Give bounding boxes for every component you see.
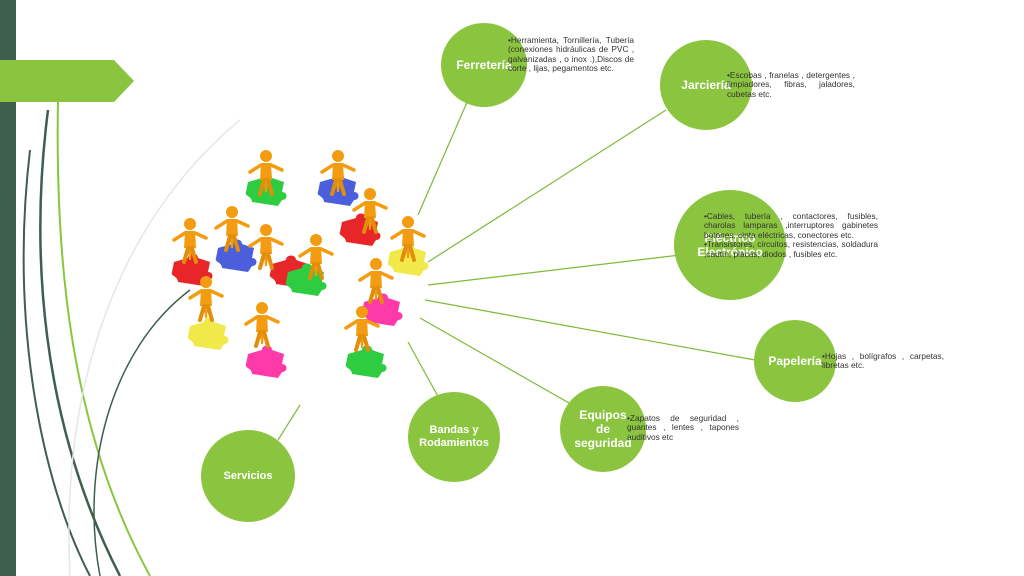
node-ferreteria-title: Ferretería: [456, 58, 512, 72]
node-bandas-title: Bandas y Rodamientos: [419, 424, 489, 450]
people-puzzle-hub-icon: [171, 148, 429, 378]
node-servicios-title: Servicios: [223, 469, 273, 482]
connector-equipos: [419, 317, 591, 416]
node-electrico-title-line2: Electrónico: [697, 245, 763, 259]
note-electrico-line1: •Cables, tubería , contactores, fusibles…: [704, 211, 878, 240]
note-papeleria-text: •Hojas , bolígrafos , carpetas, libretas…: [822, 351, 944, 371]
note-equipos-text: •Zapatos de seguridad , guantes , lentes…: [627, 413, 739, 442]
note-ferreteria: •Herramienta, Tornillería, Tubería (cone…: [508, 35, 634, 74]
node-equipos-title: Equipos de seguridad: [574, 408, 631, 450]
connector-electrico: [427, 254, 681, 286]
node-jarcieria: Jarciería: [660, 40, 752, 130]
node-ferreteria: Ferretería: [441, 23, 527, 107]
node-bandas-title-line2: Rodamientos: [419, 437, 489, 449]
arrow-tab-icon: [0, 60, 134, 102]
node-electrico-title: Eléctrico Electrónico: [697, 231, 762, 259]
note-jarcieria: •Escobas , franelas , detergentes , limp…: [727, 70, 855, 99]
note-equipos: •Zapatos de seguridad , guantes , lentes…: [627, 413, 739, 442]
node-servicios: Servicios: [201, 430, 295, 522]
node-bandas-title-line1: Bandas y: [429, 424, 479, 436]
node-equipos-title-line1: Equipos: [579, 408, 627, 422]
note-electrico: •Cables, tubería , contactores, fusibles…: [704, 211, 878, 259]
node-equipos-seguridad: Equipos de seguridad: [560, 386, 646, 472]
connector-ferreteria: [417, 99, 469, 216]
node-bandas-rodamientos: Bandas y Rodamientos: [408, 392, 500, 482]
node-papeleria: Papelería: [754, 320, 836, 402]
note-electrico-line2: •Transistores, circuitos, resistencias, …: [704, 239, 878, 259]
connector-servicios: [277, 404, 301, 441]
node-electrico: Eléctrico Electrónico: [674, 190, 786, 300]
left-accent-bar: [0, 0, 16, 576]
connector-jarcieria: [427, 109, 667, 263]
connector-papeleria: [424, 299, 756, 361]
node-jarcieria-title: Jarciería: [681, 78, 731, 92]
note-jarcieria-text: •Escobas , franelas , detergentes , limp…: [727, 70, 855, 99]
node-electrico-title-line1: Eléctrico: [704, 231, 756, 245]
node-papeleria-title: Papelería: [768, 354, 822, 368]
note-papeleria: •Hojas , bolígrafos , carpetas, libretas…: [822, 351, 944, 371]
connector-bandas: [407, 341, 441, 401]
node-equipos-title-line2: de: [595, 422, 610, 436]
note-ferreteria-text: •Herramienta, Tornillería, Tubería (cone…: [508, 35, 634, 74]
node-equipos-title-line3: seguridad: [574, 436, 632, 450]
